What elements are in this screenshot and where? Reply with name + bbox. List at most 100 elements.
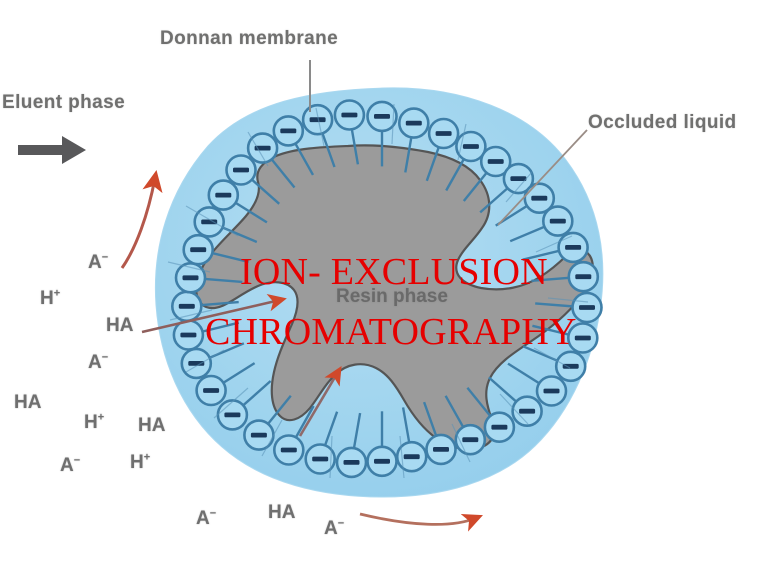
functional-group-charge: − — [483, 411, 516, 444]
negative-charge-icon — [203, 388, 220, 393]
negative-charge-icon — [374, 458, 390, 464]
ion-label-text: H — [130, 452, 144, 473]
ion-charge-sign: − — [73, 454, 81, 467]
negative-charge-icon — [343, 460, 360, 465]
functional-group-charge: − — [272, 115, 305, 147]
functional-group-charge: − — [454, 423, 487, 456]
ion-charge-sign: − — [101, 351, 109, 364]
ion-label-text: H — [84, 412, 98, 433]
ion-label-text: A — [324, 518, 338, 539]
negative-charge-icon — [280, 128, 297, 134]
negative-charge-icon — [462, 437, 479, 443]
functional-group-charge: − — [172, 319, 205, 351]
negative-charge-icon — [510, 176, 527, 181]
negative-charge-icon — [487, 159, 504, 164]
ion-label-text: HA — [138, 415, 166, 436]
functional-group-charge: − — [427, 117, 460, 150]
occluded-liquid-leader — [497, 129, 588, 226]
negative-charge-icon — [341, 112, 358, 118]
ion-label-text: HA — [106, 315, 134, 336]
functional-group-charge: − — [272, 434, 305, 466]
functional-group-charge: − — [425, 433, 457, 466]
ion-charge-sign: − — [209, 507, 217, 520]
functional-group-charge: − — [216, 399, 249, 431]
negative-charge-icon — [309, 117, 326, 123]
ion-label: H+ — [84, 412, 104, 434]
sulfonate-functional-groups: −−−−−−−−−−−−−−−−−−−−−−−−−−−−−−−−−−−−−− — [171, 99, 603, 479]
functional-group-charge: − — [554, 350, 587, 383]
negative-charge-icon — [565, 245, 582, 250]
functional-group-charge: − — [479, 145, 512, 178]
negative-charge-icon — [579, 305, 595, 310]
negative-charge-icon — [491, 424, 508, 430]
negative-charge-icon — [250, 432, 267, 438]
functional-group-charge: − — [243, 419, 275, 451]
functional-group-charge: − — [335, 446, 368, 479]
functional-group-charge: − — [195, 374, 227, 407]
ion-label: HA — [138, 415, 165, 437]
negative-charge-icon — [224, 412, 241, 418]
resin-phase-label: Resin phase — [336, 286, 448, 307]
functional-group-charge: − — [397, 107, 430, 139]
ion-label: H+ — [40, 288, 60, 310]
ion-label-text: H — [40, 288, 54, 309]
ion-label-text: A — [88, 252, 102, 273]
negative-charge-icon — [403, 454, 420, 460]
occluded-liquid-label: Occluded liquid — [588, 112, 737, 133]
arrow-ha-into-resin — [141, 294, 287, 334]
ion-label-text: HA — [268, 502, 296, 523]
negative-charge-icon — [519, 408, 536, 414]
functional-group-charge: − — [182, 233, 214, 266]
negative-charge-icon — [312, 456, 329, 462]
negative-charge-icon — [180, 332, 197, 338]
negative-charge-icon — [182, 275, 199, 281]
ion-label-text: HA — [14, 392, 42, 413]
ion-label: HA — [106, 315, 133, 337]
ion-label-text: A — [196, 508, 210, 529]
negative-charge-icon — [575, 274, 592, 280]
eluent-phase-label: Eluent phase — [2, 92, 126, 113]
ion-label: A− — [60, 455, 80, 477]
functional-group-charge: − — [304, 443, 337, 475]
slide-title-line-2: CHROMATOGRAPHY — [205, 311, 577, 353]
ion-charge-sign: − — [337, 517, 345, 530]
functional-group-charge: − — [225, 154, 257, 186]
ion-label: A− — [324, 518, 344, 540]
negative-charge-icon — [215, 192, 232, 198]
functional-group-charge: − — [523, 182, 556, 214]
eluent-flow-arrow — [18, 136, 86, 164]
functional-group-charge: − — [246, 132, 279, 164]
negative-charge-icon — [178, 303, 195, 309]
negative-charge-icon — [433, 447, 449, 452]
negative-charge-icon — [543, 388, 560, 394]
ion-label: H+ — [130, 452, 150, 474]
negative-charge-icon — [549, 218, 566, 224]
negative-charge-icon — [280, 447, 297, 453]
functional-group-charge: − — [511, 395, 543, 428]
functional-group-charge: − — [333, 99, 366, 131]
negative-charge-icon — [188, 361, 205, 366]
negative-charge-icon — [201, 219, 218, 225]
ion-label: A− — [88, 252, 108, 274]
ion-label: HA — [268, 502, 295, 524]
negative-charge-icon — [462, 144, 479, 149]
negative-charge-icon — [374, 114, 390, 119]
functional-group-charge: − — [193, 206, 225, 238]
arrow-eluate-out — [359, 512, 483, 532]
callout-leader-lines — [309, 60, 588, 226]
ion-charge-sign: + — [143, 451, 151, 464]
functional-group-charge: − — [207, 179, 240, 211]
functional-group-charge: − — [535, 375, 568, 407]
ion-charge-sign: − — [101, 251, 109, 264]
ion-label: HA — [14, 392, 41, 414]
functional-group-charge: − — [541, 205, 574, 237]
ion-charge-sign: + — [97, 411, 105, 424]
functional-group-charge: − — [455, 130, 487, 163]
donnan-membrane-label: Donnan membrane — [160, 28, 339, 49]
negative-charge-icon — [574, 335, 591, 341]
ion-label-text: A — [88, 352, 102, 373]
ion-label: A− — [196, 508, 216, 530]
ion-label: A− — [88, 352, 108, 374]
